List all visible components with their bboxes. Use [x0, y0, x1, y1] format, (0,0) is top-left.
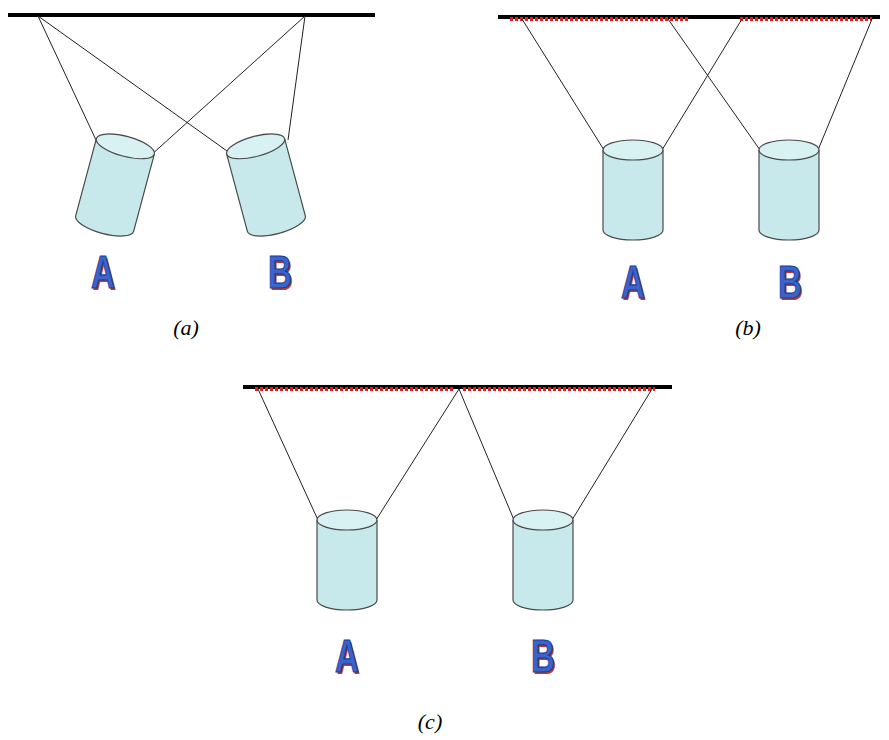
camera-cylinder [603, 140, 663, 240]
view-line [572, 389, 652, 520]
coverage-dash [740, 17, 872, 21]
panel-caption: (b) [735, 317, 761, 339]
camera-name: A [330, 633, 363, 679]
camera-cylinder [759, 140, 819, 240]
camera-name: B [263, 249, 296, 295]
view-line [258, 389, 318, 520]
camera-name: A [616, 259, 649, 305]
view-line [459, 389, 514, 520]
view-line [288, 16, 305, 140]
coverage-dash [255, 387, 455, 391]
panel-a [8, 15, 375, 241]
camera-name: B [526, 633, 559, 679]
surface-line [243, 385, 672, 389]
view-line [662, 19, 742, 150]
panel-caption: (c) [418, 711, 442, 733]
view-line [38, 16, 234, 156]
surface-line [498, 15, 880, 19]
camera-cylinder [73, 129, 157, 241]
view-line [668, 19, 760, 150]
panel-caption: (a) [173, 317, 199, 339]
panel-c [243, 387, 672, 610]
camera-name: B [773, 259, 806, 305]
view-line [818, 19, 872, 150]
surface-line [8, 13, 375, 17]
coverage-dash [510, 17, 688, 21]
coverage-dash [463, 387, 655, 391]
camera-cylinder [317, 510, 377, 610]
panel-b [498, 17, 880, 240]
camera-name: A [86, 249, 119, 295]
view-line [38, 16, 96, 140]
view-line [522, 19, 604, 150]
view-line [376, 389, 459, 520]
camera-cylinder [224, 129, 308, 241]
camera-cylinder [513, 510, 573, 610]
